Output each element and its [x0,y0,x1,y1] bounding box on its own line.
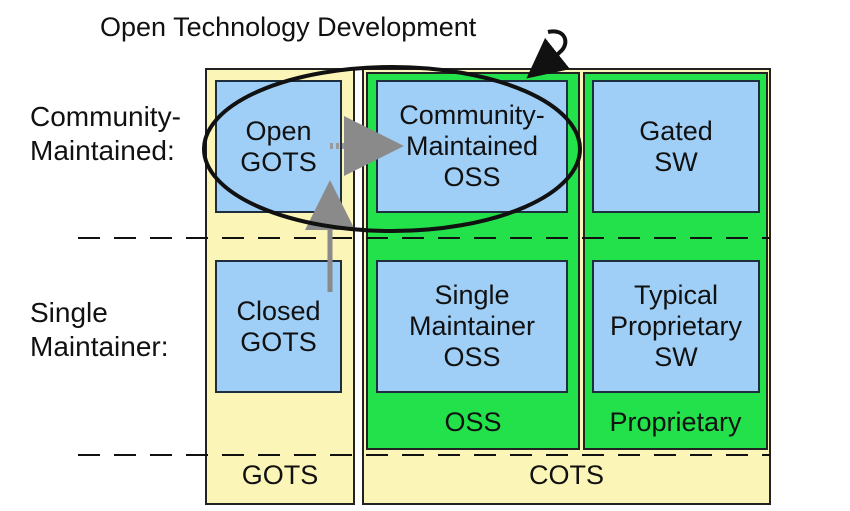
single-maintainer-oss-label: Single Maintainer OSS [408,280,536,372]
closed-gots-box: Closed GOTS [215,260,342,393]
diagram-title: Open Technology Development [100,12,477,42]
typical-proprietary-sw-label: Typical Proprietary SW [609,280,743,372]
typical-proprietary-sw-box: Typical Proprietary SW [592,260,760,393]
open-technology-ellipse [202,65,582,233]
gots-footer-label: GOTS [241,459,319,490]
community-maintained-oss-label: Community- Maintained OSS [399,100,545,192]
closed-gots-label: Closed GOTS [236,295,321,357]
row-label-single-maintainer: Single Maintainer: [30,297,169,362]
cots-footer-label: COTS [528,459,604,490]
title-curve-arrow [526,29,571,79]
proprietary-column-label: Proprietary [609,406,742,437]
gated-sw-label: Gated SW [639,115,713,177]
gated-sw-box: Gated SW [592,80,760,213]
open-gots-label: Open GOTS [240,115,317,177]
single-maintainer-oss-box: Single Maintainer OSS [376,260,568,393]
row-label-community-maintained: Community- Maintained: [30,101,181,166]
oss-column-label: OSS [444,406,502,437]
